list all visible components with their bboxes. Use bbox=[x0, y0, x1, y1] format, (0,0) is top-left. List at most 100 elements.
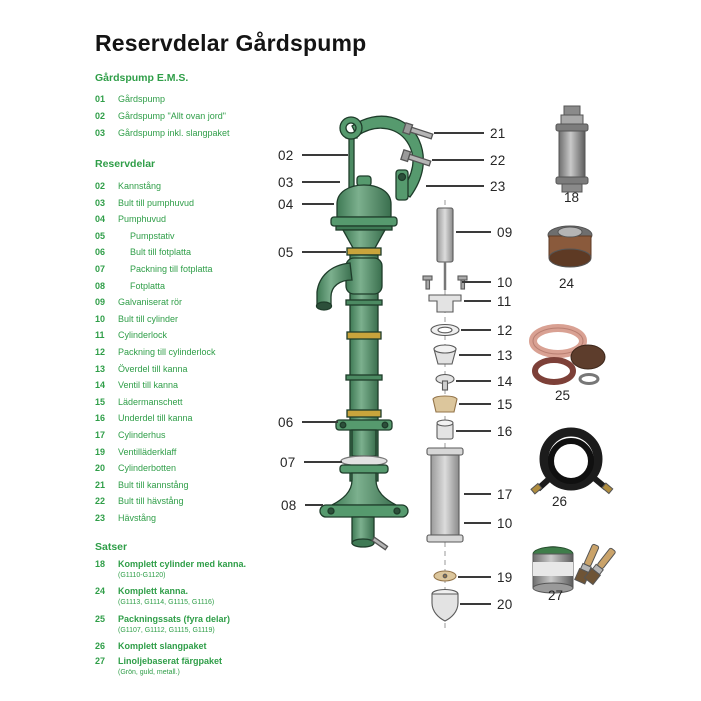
callout-13: 13 bbox=[459, 347, 513, 363]
photo-label-27: 27 bbox=[548, 588, 564, 603]
kit-article-numbers: (G1113, G1114, G1115, G1116) bbox=[118, 599, 215, 606]
photo-cylinder-kit-18 bbox=[555, 105, 589, 193]
callout-22: 22 bbox=[432, 152, 506, 168]
part-label: Gårdspump inkl. slangpaket bbox=[118, 128, 230, 138]
photo-gasket-set-25 bbox=[529, 324, 606, 385]
page-title: Reservdelar Gårdspump bbox=[95, 30, 367, 56]
product-photos bbox=[529, 105, 616, 594]
callout-07: 07 bbox=[280, 454, 342, 470]
photo-label-26: 26 bbox=[552, 494, 568, 509]
piston-bottom bbox=[436, 419, 454, 440]
part-label: Gårdspump bbox=[118, 94, 166, 104]
gold-ring-mid bbox=[346, 331, 382, 340]
gold-ring-low bbox=[346, 409, 382, 418]
list-item: 01 Gårdspump bbox=[95, 94, 275, 111]
callout-12: 12 bbox=[461, 322, 513, 338]
callout-10: 10 bbox=[462, 274, 513, 290]
bolt-22 bbox=[400, 148, 432, 167]
photo-hose-kit-26 bbox=[530, 427, 614, 495]
callout-23: 23 bbox=[426, 178, 506, 194]
list-item: 03 Gårdspump inkl. slangpaket bbox=[95, 128, 275, 145]
head-flange bbox=[330, 216, 398, 227]
leather-cup bbox=[432, 395, 458, 413]
callout-14: 14 bbox=[456, 373, 513, 389]
cylinder-bottom bbox=[431, 588, 459, 622]
callout-06: 06 bbox=[278, 414, 338, 430]
callout-20: 20 bbox=[460, 596, 513, 612]
pump-head bbox=[336, 184, 392, 218]
callout-03: 03 bbox=[278, 174, 340, 190]
paint-brush-2 bbox=[583, 547, 616, 586]
callout-16: 16 bbox=[456, 423, 513, 439]
callout-08: 08 bbox=[281, 497, 323, 513]
callout-02: 02 bbox=[278, 147, 348, 163]
list-item: 02 Gårdspump "Allt ovan jord" bbox=[95, 111, 275, 128]
callout-19: 19 bbox=[458, 569, 513, 585]
galvanized-pipe bbox=[436, 207, 454, 263]
section-heading: Gårdspump E.M.S. bbox=[95, 72, 189, 84]
callout-17: 17 bbox=[464, 486, 513, 502]
callout-05: 05 bbox=[278, 244, 346, 260]
part-number: 02 bbox=[95, 111, 106, 121]
section-heading: Reservdelar bbox=[95, 158, 156, 170]
cylinder-bolts bbox=[422, 275, 468, 290]
photo-label-18: 18 bbox=[564, 190, 580, 205]
cylinder-housing bbox=[426, 447, 464, 543]
pump-illustration bbox=[315, 115, 434, 551]
callout-10b: 10 bbox=[464, 515, 513, 531]
spout-opening bbox=[315, 301, 333, 311]
photo-piston-kit-24 bbox=[547, 225, 593, 268]
bolt-21 bbox=[402, 121, 434, 140]
photo-paint-kit-27 bbox=[532, 543, 616, 594]
paint-brush-1 bbox=[574, 543, 600, 585]
part-label: Gårdspump "Allt ovan jord" bbox=[118, 111, 226, 121]
kit-article-numbers: (G1110-G1120) bbox=[118, 572, 166, 579]
gold-ring-top bbox=[346, 247, 382, 256]
piston-valve bbox=[435, 373, 455, 391]
kit-article-numbers: (G1107, G1112, G1115, G1119) bbox=[118, 627, 215, 634]
part-number: 03 bbox=[95, 128, 106, 138]
section-heading: Satser bbox=[95, 541, 128, 553]
callout-04: 04 bbox=[278, 196, 334, 212]
part-number: 01 bbox=[95, 94, 106, 104]
photo-label-24: 24 bbox=[559, 276, 575, 291]
parts-list: 01 Gårdspump 02 Gårdspump "Allt ovan jord"… bbox=[95, 94, 275, 145]
callout-11: 11 bbox=[464, 293, 512, 309]
callout-21: 21 bbox=[434, 125, 506, 141]
photo-label-25: 25 bbox=[555, 388, 571, 403]
cylinder-exploded-view bbox=[422, 200, 468, 628]
kit-article-numbers: (Grön, guld, metall.) bbox=[118, 669, 180, 676]
neck bbox=[341, 229, 387, 249]
base-flare bbox=[331, 472, 397, 506]
